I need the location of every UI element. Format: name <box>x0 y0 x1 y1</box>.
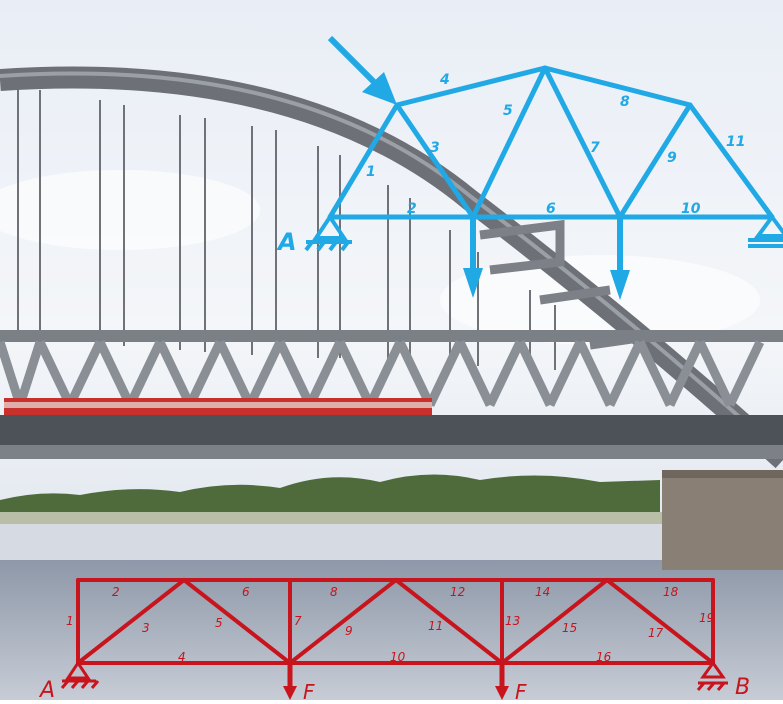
upper-member-number: 9 <box>667 150 677 166</box>
lower-member-number: 19 <box>699 611 714 625</box>
river-bank <box>0 512 783 524</box>
upper-member-number: 4 <box>439 72 450 88</box>
lower-load-arrows <box>283 663 509 700</box>
upper-member-number: 7 <box>590 140 600 156</box>
lower-member-number: 6 <box>242 585 250 599</box>
upper-member-number: 5 <box>503 103 513 119</box>
lower-member-number: 4 <box>178 650 186 664</box>
upper-member-number: 1 <box>366 164 376 180</box>
lower-member-number: 9 <box>345 624 353 638</box>
lower-member-number: 5 <box>215 616 223 630</box>
upper-load-arrows <box>327 35 630 300</box>
upper-member-number: 11 <box>726 134 745 150</box>
lower-support-label-a: A <box>38 678 55 700</box>
lower-member-number: 11 <box>428 619 443 633</box>
upper-truss-diagram <box>327 65 775 220</box>
lower-supports <box>60 660 728 691</box>
lower-member-number: 16 <box>596 650 612 664</box>
lower-member-number: 17 <box>648 626 664 640</box>
bridge-deck <box>0 415 783 445</box>
lower-member-number: 1 <box>66 614 74 628</box>
bridge-pier <box>662 470 783 570</box>
lower-member-number: 2 <box>112 585 120 599</box>
lower-member-number: 12 <box>450 585 465 599</box>
upper-member-number: 8 <box>620 94 630 110</box>
tree-line <box>0 474 660 515</box>
far-water <box>0 524 783 560</box>
upper-member-number: 3 <box>430 140 440 156</box>
lower-member-number: 13 <box>505 614 520 628</box>
lower-load-label: F <box>515 680 527 700</box>
lower-member-number: 10 <box>390 650 406 664</box>
upper-member-number: 2 <box>407 201 417 217</box>
upper-supports <box>304 213 783 252</box>
deck-truss <box>0 340 765 407</box>
lower-member-number: 8 <box>330 585 338 599</box>
lower-member-number: 3 <box>142 621 150 635</box>
lower-member-number: 7 <box>294 614 302 628</box>
upper-member-number: 10 <box>681 201 701 217</box>
lower-member-number: 15 <box>562 621 577 635</box>
cloud <box>0 170 260 250</box>
lower-load-label: F <box>303 680 315 700</box>
upper-support-label-a: A <box>276 228 297 256</box>
upper-member-number: 6 <box>546 201 556 217</box>
deck-top-chord <box>0 330 783 342</box>
lower-member-number: 14 <box>535 585 550 599</box>
lower-support-label-b: B <box>735 675 750 700</box>
lower-truss-diagram <box>76 578 715 665</box>
lower-member-number: 18 <box>663 585 679 599</box>
